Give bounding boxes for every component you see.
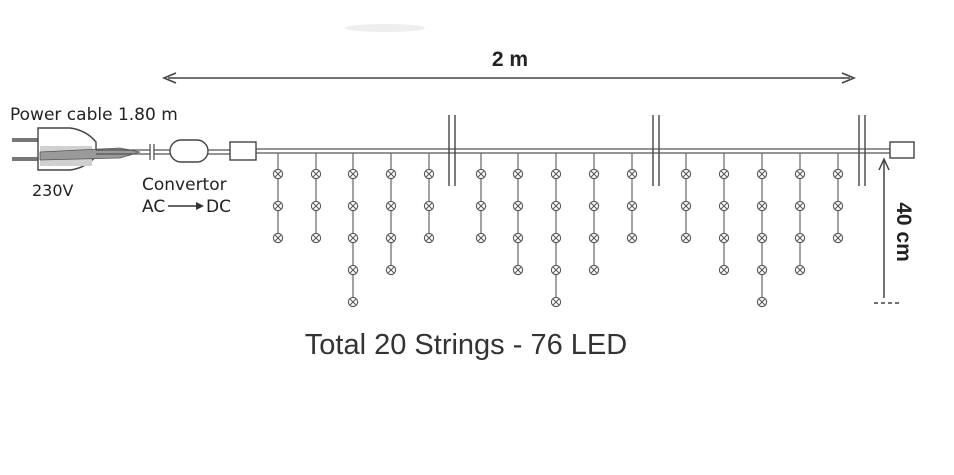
led-bulb-icon xyxy=(832,168,844,180)
icicle-string xyxy=(718,153,730,276)
led-bulb-icon xyxy=(680,200,692,212)
led-bulb-icon xyxy=(310,200,322,212)
led-bulb-icon xyxy=(550,168,562,180)
led-bulb-icon xyxy=(310,232,322,244)
background-smudge xyxy=(345,24,425,32)
led-bulb-icon xyxy=(475,232,487,244)
led-bulb-icon xyxy=(832,232,844,244)
led-bulb-icon xyxy=(347,232,359,244)
led-bulb-icon xyxy=(626,232,638,244)
led-bulb-icon xyxy=(423,232,435,244)
icicle-string xyxy=(832,153,844,244)
icicle-string xyxy=(550,153,562,308)
led-bulb-icon xyxy=(550,264,562,276)
height-dimension-arrow xyxy=(874,157,902,304)
led-bulb-icon xyxy=(272,168,284,180)
led-bulb-icon xyxy=(385,232,397,244)
led-bulb-icon xyxy=(794,264,806,276)
led-bulb-icon xyxy=(680,232,692,244)
led-bulb-icon xyxy=(423,168,435,180)
led-bulb-icon xyxy=(718,168,730,180)
icicle-string xyxy=(626,153,638,244)
convertor-cable xyxy=(208,149,230,155)
power-cable xyxy=(96,144,172,160)
connector-box xyxy=(229,141,257,161)
segment-joint xyxy=(448,115,456,186)
led-bulb-icon xyxy=(588,200,600,212)
icicle-string xyxy=(588,153,600,276)
led-bulb-icon xyxy=(512,168,524,180)
voltage-label: 230V xyxy=(32,181,74,200)
led-bulb-icon xyxy=(680,168,692,180)
power-cable-label: Power cable 1.80 m xyxy=(10,105,178,125)
led-bulb-icon xyxy=(626,168,638,180)
led-bulb-icon xyxy=(475,168,487,180)
icicle-string xyxy=(475,153,487,244)
icicle-string xyxy=(756,153,768,308)
led-bulb-icon xyxy=(756,232,768,244)
height-dimension-label: 40 cm xyxy=(892,202,915,262)
width-dimension-label: 2 m xyxy=(492,48,528,71)
convertor-label: Convertor xyxy=(142,175,227,195)
icicle-string xyxy=(794,153,806,276)
led-bulb-icon xyxy=(512,232,524,244)
led-bulb-icon xyxy=(550,296,562,308)
led-bulb-icon xyxy=(756,200,768,212)
main-wire xyxy=(256,148,890,154)
led-bulb-icon xyxy=(512,200,524,212)
total-label: Total 20 Strings - 76 LED xyxy=(305,329,627,361)
icicle-string xyxy=(347,153,359,308)
led-bulb-icon xyxy=(347,264,359,276)
led-bulb-icon xyxy=(347,296,359,308)
segment-joint xyxy=(652,115,660,186)
icicle-string xyxy=(272,153,284,244)
led-bulb-icon xyxy=(385,168,397,180)
led-bulb-icon xyxy=(550,232,562,244)
dc-label: DC xyxy=(206,197,231,217)
led-bulb-icon xyxy=(756,168,768,180)
segment-joint xyxy=(858,115,866,186)
led-bulb-icon xyxy=(310,168,322,180)
led-bulb-icon xyxy=(385,200,397,212)
led-bulb-icon xyxy=(832,200,844,212)
icicle-string xyxy=(385,153,397,276)
led-bulb-icon xyxy=(272,200,284,212)
led-bulb-icon xyxy=(718,200,730,212)
led-bulb-icon xyxy=(347,200,359,212)
led-bulb-icon xyxy=(794,200,806,212)
led-bulb-icon xyxy=(794,168,806,180)
plug-icon xyxy=(12,127,141,171)
led-bulb-icon xyxy=(272,232,284,244)
convertor-box xyxy=(169,139,209,163)
led-bulb-icon xyxy=(550,200,562,212)
end-cap xyxy=(889,141,915,159)
led-bulb-icon xyxy=(475,200,487,212)
icicle-string xyxy=(310,153,322,244)
ac-dc-arrow xyxy=(168,202,204,210)
icicle-string xyxy=(680,153,692,244)
led-bulb-icon xyxy=(423,200,435,212)
width-dimension-arrow xyxy=(161,72,857,84)
led-bulb-icon xyxy=(718,232,730,244)
icicle-string xyxy=(423,153,435,244)
ac-label: AC xyxy=(142,197,165,217)
led-bulb-icon xyxy=(626,200,638,212)
led-bulb-icon xyxy=(756,296,768,308)
led-bulb-icon xyxy=(794,232,806,244)
icicle-string xyxy=(512,153,524,276)
led-bulb-icon xyxy=(512,264,524,276)
led-bulb-icon xyxy=(756,264,768,276)
led-bulb-icon xyxy=(347,168,359,180)
led-bulb-icon xyxy=(588,264,600,276)
led-bulb-icon xyxy=(588,168,600,180)
icicle-strings xyxy=(272,153,844,308)
led-bulb-icon xyxy=(588,232,600,244)
led-bulb-icon xyxy=(385,264,397,276)
led-bulb-icon xyxy=(718,264,730,276)
